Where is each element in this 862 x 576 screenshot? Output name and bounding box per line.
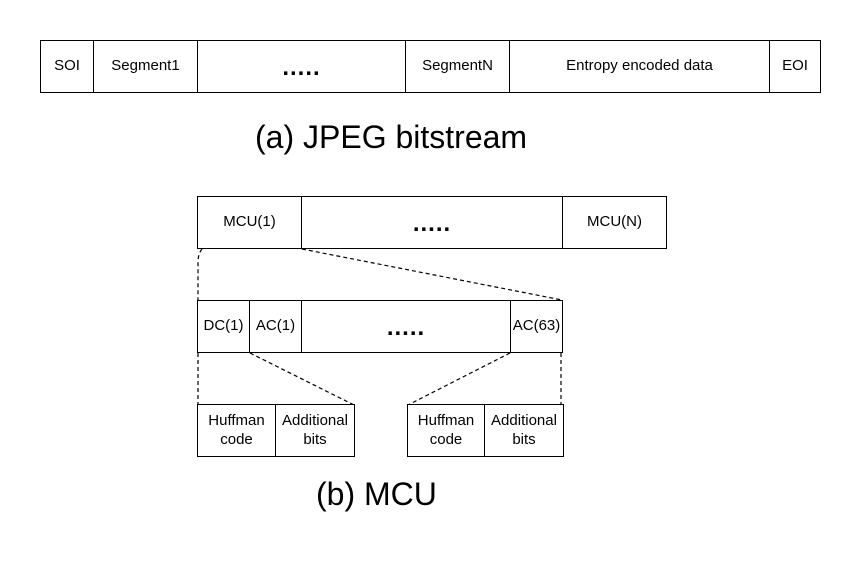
ac-additional-bits-cell: Additional bits [491, 411, 557, 448]
ac1-coefficient-cell: AC(1) [250, 301, 302, 352]
dc-coefficient-cell: DC(1) [198, 301, 250, 352]
ac63-coefficient-cell: AC(63) [512, 317, 561, 335]
mcu-expand-left-line [197, 248, 203, 300]
segment1-cell: Segment1 [94, 41, 198, 92]
mcu-row: MCU(1) ..... MCU(N) [197, 196, 667, 249]
coefficient-ellipsis: ..... [302, 301, 511, 352]
entropy-data-cell: Entropy encoded data [510, 41, 770, 92]
dc-huffman-code-cell: Huffman code [198, 405, 276, 456]
dc-additional-bits-cell: Additional bits [282, 411, 348, 448]
ac-code-box: Huffman code Additional bits [407, 404, 564, 457]
mcu-ellipsis: ..... [302, 197, 563, 248]
ac-expand-left-line [407, 352, 511, 406]
dc-code-box: Huffman code Additional bits [197, 404, 355, 457]
eoi-cell: EOI [782, 57, 808, 75]
segmentn-cell: SegmentN [406, 41, 510, 92]
mcu-expand-right-line [301, 248, 563, 301]
mcu-caption: (b) MCU [316, 476, 437, 512]
jpeg-bitstream-bar: SOI Segment1 ..... SegmentN Entropy enco… [40, 40, 821, 93]
coefficient-row: DC(1) AC(1) ..... AC(63) [197, 300, 563, 353]
bitstream-ellipsis: ..... [198, 41, 406, 92]
bitstream-caption: (a) JPEG bitstream [255, 119, 528, 155]
mcu-last-cell: MCU(N) [587, 213, 642, 231]
dc-expand-right-line [249, 352, 355, 406]
mcu-first-cell: MCU(1) [198, 197, 302, 248]
ac-huffman-code-cell: Huffman code [408, 405, 485, 456]
soi-cell: SOI [41, 41, 94, 92]
